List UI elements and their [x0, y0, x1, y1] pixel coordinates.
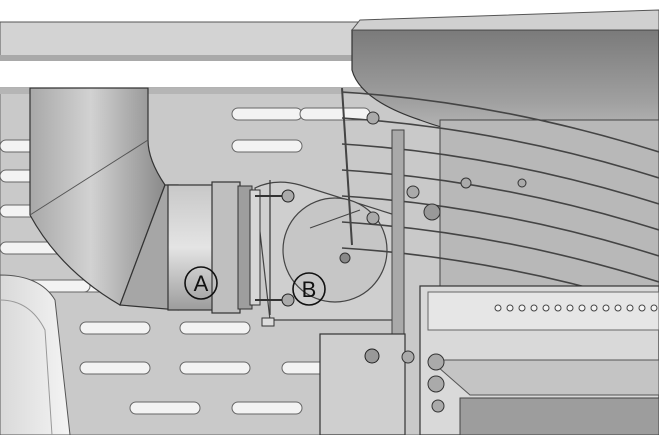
vent-hole: [506, 304, 514, 312]
panel-slot: [79, 361, 151, 375]
panel-slot: [231, 107, 303, 121]
vent-hole: [614, 304, 622, 312]
vent-hole: [638, 304, 646, 312]
vent-hole: [578, 304, 586, 312]
guard-wire: [341, 91, 659, 153]
elbow-duct: [29, 87, 261, 314]
panel-slot: [179, 361, 251, 375]
panel-slot: [79, 321, 151, 335]
guard-frame: [341, 87, 353, 246]
top-rail: [0, 21, 361, 61]
fan-bolts: [366, 111, 527, 225]
vent-hole: [542, 304, 550, 312]
vent-hole: [530, 304, 538, 312]
guard-wire: [341, 143, 659, 205]
panel-slot: [179, 321, 251, 335]
vent-hole: [602, 304, 610, 312]
callout-b-label: B: [302, 277, 317, 302]
lower-bracket: [319, 333, 445, 435]
clamp-bolts: [255, 180, 295, 327]
callout-a-label: A: [194, 271, 209, 296]
vent-hole: [554, 304, 562, 312]
vent-hole: [494, 304, 502, 312]
guard-wire: [341, 169, 659, 231]
vent-hole: [650, 304, 658, 312]
left-pipe: [0, 274, 71, 435]
callout-a: A: [184, 266, 218, 300]
vent-hole: [566, 304, 574, 312]
panel-slot: [129, 401, 201, 415]
vent-hole: [518, 304, 526, 312]
callout-b-circle: [292, 272, 326, 306]
guard-wire: [341, 117, 659, 179]
callout-a-circle: [184, 266, 218, 300]
panel-slot: [299, 107, 371, 121]
guard-wire: [341, 195, 659, 257]
lower-enclosure: [419, 285, 659, 435]
guard-wire: [341, 221, 659, 283]
callout-b: B: [292, 272, 326, 306]
vent-hole: [626, 304, 634, 312]
panel-slot: [231, 401, 303, 415]
panel-slot: [231, 139, 303, 153]
vent-hole: [590, 304, 598, 312]
